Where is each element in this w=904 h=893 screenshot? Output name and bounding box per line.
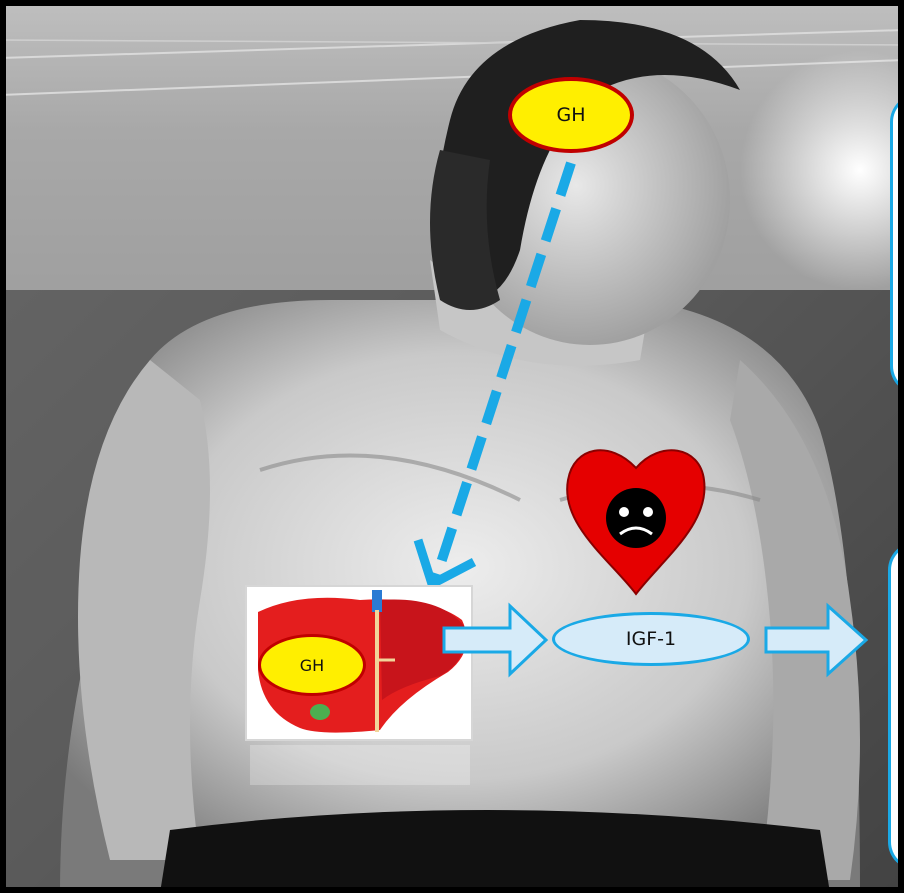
igf1-ellipse: IGF-1: [552, 612, 750, 666]
effects-panel-top: [890, 94, 904, 394]
gh-in-liver-ellipse: GH: [258, 634, 366, 696]
gh-ellipse: GH: [508, 77, 634, 153]
gh-label: GH: [556, 104, 585, 126]
gh-liver-label: GH: [300, 656, 324, 675]
effects-panel-bottom: [888, 542, 904, 870]
igf1-label: IGF-1: [626, 628, 676, 650]
